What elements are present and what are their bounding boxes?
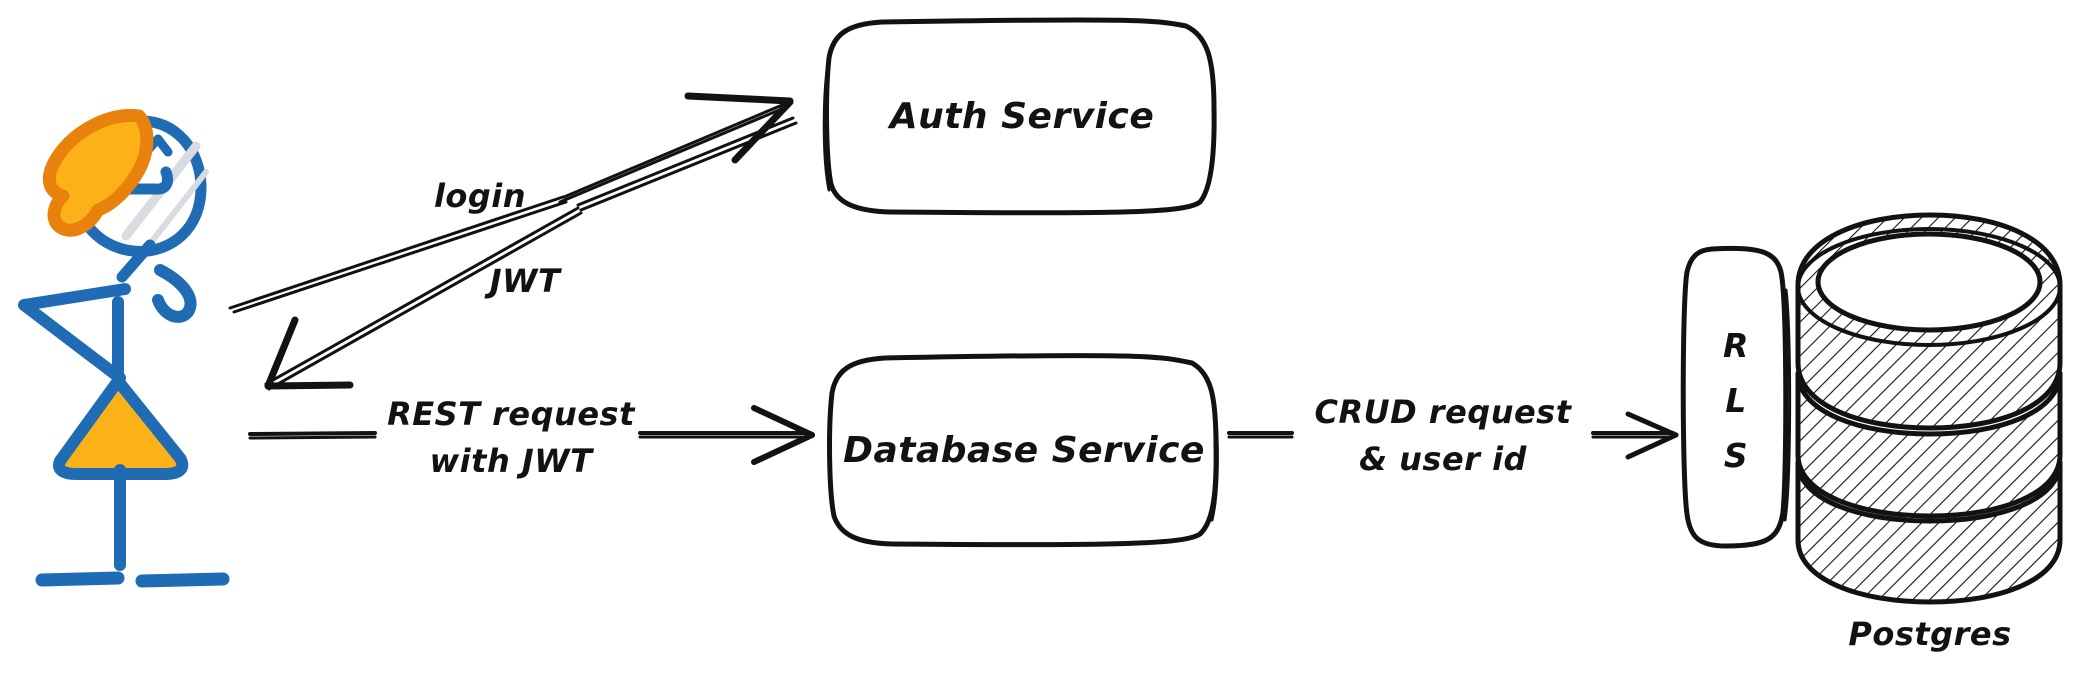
node-auth-service[interactable]: Auth Service	[822, 17, 1217, 216]
edge-label-login: login	[434, 177, 526, 215]
actor-foot-left	[35, 571, 125, 587]
postgres-top-ellipse-outer	[1796, 227, 2062, 347]
edge-jwt	[264, 116, 798, 391]
edge-label-rest-line2: with JWT	[430, 442, 594, 480]
rls-box-sketch	[1783, 288, 1792, 522]
rls-label-r: R	[1723, 326, 1749, 365]
actor-arm-left	[18, 283, 131, 384]
rls-label-s: S	[1724, 436, 1748, 475]
face-highlight-2	[150, 169, 209, 243]
postgres-disc-3	[1795, 459, 2063, 605]
auth-service-box[interactable]	[824, 17, 1217, 216]
actor-foot-right	[135, 572, 230, 588]
user-stick-figure	[18, 109, 230, 588]
edge-login	[228, 92, 794, 314]
edge-label-crud-line2: & user id	[1359, 440, 1527, 478]
actor-arm-right	[152, 264, 197, 323]
postgres-label: Postgres	[1848, 615, 2011, 653]
postgres-top-ellipse	[1815, 231, 2043, 333]
database-service-box[interactable]	[827, 353, 1219, 548]
rls-box[interactable]	[1680, 245, 1789, 549]
edge-crud-request	[1227, 411, 1679, 460]
node-database-service[interactable]: Database Service	[827, 353, 1219, 548]
node-rls[interactable]: R L S	[1680, 245, 1792, 549]
database-service-label: Database Service	[843, 430, 1205, 471]
auth-service-box-sketch	[822, 68, 831, 192]
edge-label-crud-line1: CRUD request	[1314, 393, 1572, 431]
edge-rest-request	[248, 405, 815, 465]
actor-neck	[116, 239, 156, 283]
auth-service-label: Auth Service	[887, 96, 1155, 137]
database-service-box-sketch	[1210, 398, 1219, 522]
node-postgres-database[interactable]: Postgres	[1790, 205, 2080, 653]
edge-label-jwt: JWT	[484, 262, 562, 300]
edge-label-rest-line1: REST request	[387, 395, 636, 433]
actor-hair-bow	[42, 109, 154, 237]
rls-label-l: L	[1725, 381, 1747, 420]
postgres-disc-1	[1795, 212, 2063, 431]
postgres-disc-2	[1795, 370, 2063, 519]
